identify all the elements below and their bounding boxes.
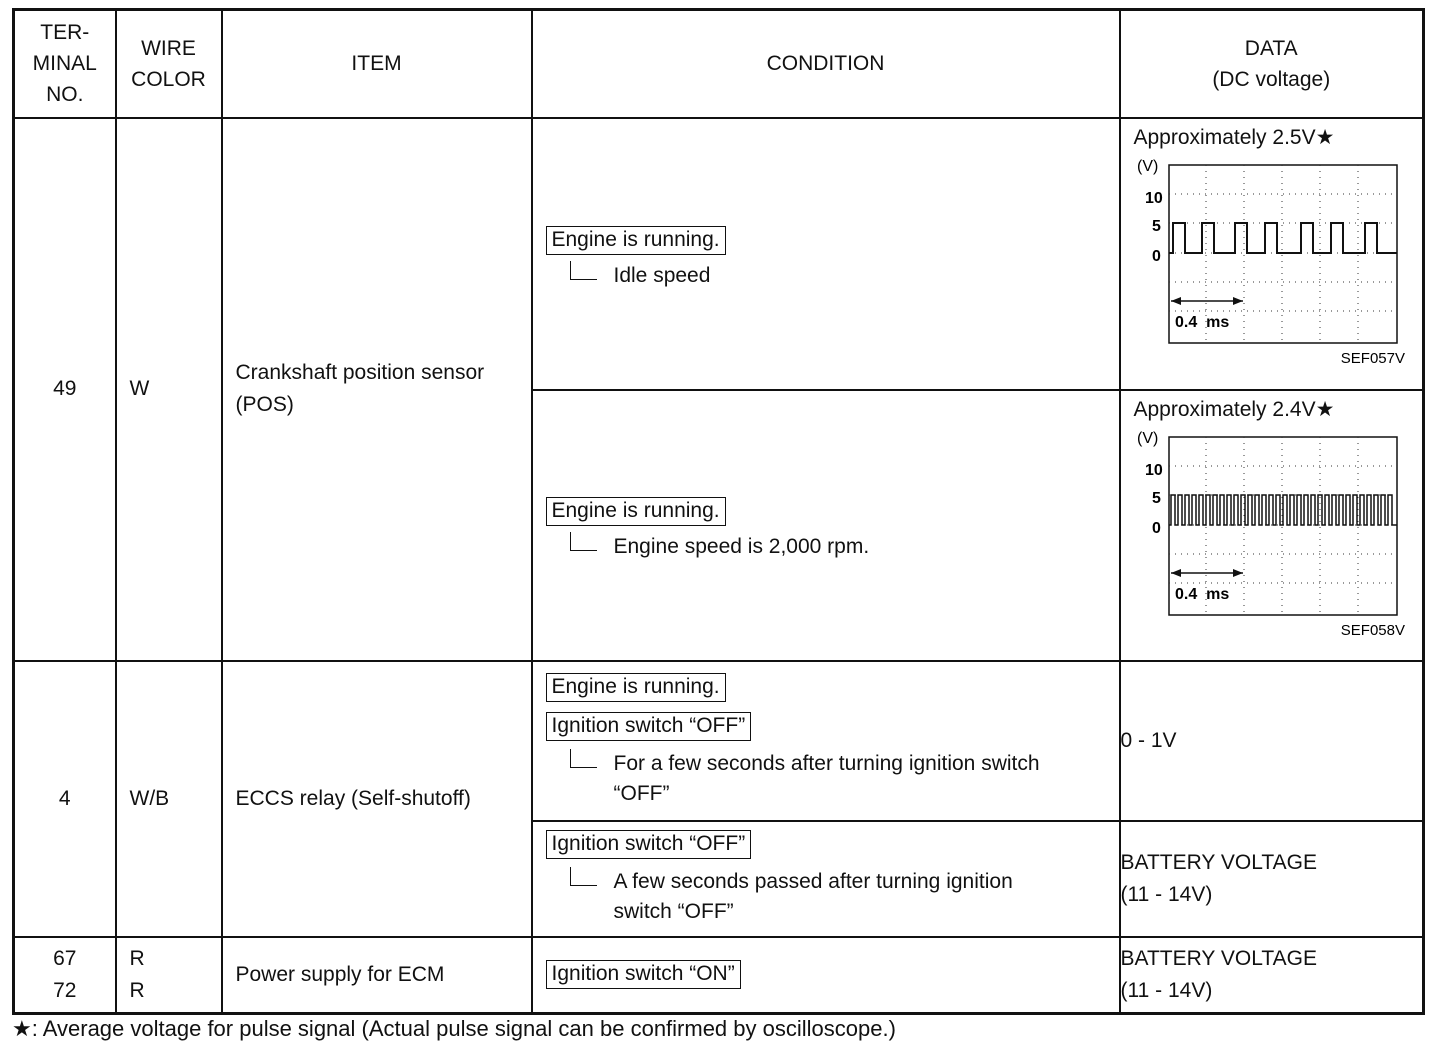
pulse-signal-line	[1168, 221, 1397, 254]
item-4: ECCS relay (Self-shutoff)	[220, 659, 533, 938]
scope-time-scale: 0.4 ms	[1175, 314, 1229, 331]
scope-y10: 10	[1145, 462, 1163, 479]
condition-49-2000rpm: Engine is running. Engine speed is 2,000…	[530, 388, 1121, 662]
data-line1: BATTERY VOLTAGE	[1120, 850, 1317, 874]
header-terminal-line2: MINAL	[32, 52, 97, 76]
table-row: Ignition switch “OFF” A few seconds pass…	[14, 819, 1425, 938]
item-49-line1: Crankshaft position sensor	[235, 361, 485, 384]
condition-sub-line2: “OFF”	[613, 781, 670, 805]
condition-box: Ignition switch “ON”	[545, 960, 741, 990]
terminal-67: 67	[53, 946, 77, 970]
data-67-72: BATTERY VOLTAGE (11 - 14V)	[1118, 935, 1425, 1015]
table-row: 4 W/B ECCS relay (Self-shutoff) Engine i…	[12, 659, 1425, 938]
scope-unit: (V)	[1137, 430, 1158, 447]
data-value: Approximately 2.5V★	[1133, 125, 1335, 149]
header-data-line2: (DC voltage)	[1212, 67, 1331, 91]
data-4-shutoff: 0 - 1V	[1118, 659, 1425, 822]
item-49-line2: (POS)	[235, 393, 294, 416]
header-row: TER- MINAL NO. WIRE COLOR ITEM CONDITION…	[12, 8, 1425, 119]
figure-reference: SEF057V	[1340, 350, 1404, 367]
wire-color-49: W	[114, 116, 223, 662]
terminal-49: 49	[12, 116, 117, 662]
scope-frame	[1167, 435, 1398, 616]
scope-y0: 0	[1152, 520, 1161, 537]
terminal-67-72: 67 72	[12, 935, 117, 1015]
condition-4-passed: Ignition switch “OFF” A few seconds pass…	[530, 819, 1121, 938]
condition-sub-line1: A few seconds passed after turning ignit…	[613, 870, 1013, 893]
data-line2: (11 - 14V)	[1120, 978, 1213, 1002]
data-line1: BATTERY VOLTAGE	[1120, 946, 1317, 970]
condition-49-idle: Engine is running. Idle speed	[530, 116, 1121, 391]
item-67-72: Power supply for ECM	[220, 935, 533, 1015]
header-wire-line1: WIRE	[141, 36, 196, 60]
figure-reference: SEF058V	[1340, 622, 1404, 639]
data-line2: (11 - 14V)	[1120, 882, 1213, 906]
condition-sub-line2: switch “OFF”	[613, 900, 734, 923]
condition-4-shutoff: Engine is running. Ignition switch “OFF”…	[530, 659, 1121, 822]
header-wire-line2: COLOR	[131, 67, 206, 91]
terminal-72: 72	[53, 978, 77, 1002]
header-terminal-line3: NO.	[46, 83, 84, 107]
condition-sub: Idle speed	[569, 261, 1119, 291]
header-terminal: TER- MINAL NO.	[12, 8, 117, 119]
condition-sub: For a few seconds after turning ignition…	[569, 748, 1119, 809]
condition-box: Ignition switch “OFF”	[545, 711, 752, 741]
wire-color-4: W/B	[114, 659, 223, 938]
header-terminal-line1: TER-	[40, 21, 90, 45]
scope-y0: 0	[1152, 248, 1161, 265]
data-4-passed: BATTERY VOLTAGE (11 - 14V)	[1118, 819, 1425, 938]
pulse-signal-line	[1168, 493, 1397, 526]
terminal-data-table: TER- MINAL NO. WIRE COLOR ITEM CONDITION…	[12, 8, 1425, 1015]
condition-67-72: Ignition switch “ON”	[530, 935, 1121, 1015]
scope-unit: (V)	[1137, 158, 1158, 175]
condition-box: Engine is running.	[545, 496, 726, 526]
arrow-right-icon	[1232, 296, 1243, 305]
wire-color-67-72: R R	[114, 935, 223, 1015]
table-row: 67 72 R R Power supply for ECM Ignition …	[12, 935, 1425, 1015]
condition-box: Ignition switch “OFF”	[545, 830, 752, 859]
scope-y5: 5	[1152, 218, 1161, 235]
item-49: Crankshaft position sensor (POS)	[220, 116, 533, 662]
condition-sub: A few seconds passed after turning ignit…	[569, 867, 1119, 927]
header-item: ITEM	[220, 8, 533, 119]
oscilloscope-waveform-1: (V) 10 5 0 0.4 ms SEF057V	[1137, 158, 1405, 367]
terminal-4: 4	[12, 659, 117, 938]
condition-box: Engine is running.	[545, 672, 726, 702]
data-value: Approximately 2.4V★	[1133, 397, 1335, 421]
condition-box: Engine is running.	[545, 226, 726, 255]
scope-y5: 5	[1152, 490, 1161, 507]
scope-time-scale: 0.4 ms	[1175, 586, 1229, 603]
header-data-line1: DATA	[1244, 36, 1298, 60]
scope-y10: 10	[1145, 190, 1163, 207]
table-row: Engine is running. Engine speed is 2,000…	[14, 388, 1425, 662]
condition-sub-line1: For a few seconds after turning ignition…	[613, 751, 1040, 775]
header-condition: CONDITION	[530, 8, 1121, 119]
arrow-left-icon	[1170, 568, 1181, 577]
wire-color-67: R	[129, 946, 145, 970]
table-row: 49 W Crankshaft position sensor (POS) En…	[12, 116, 1425, 662]
condition-sub: Engine speed is 2,000 rpm.	[569, 531, 1119, 562]
data-49-2000rpm: Approximately 2.4V★ (V) 10 5 0	[1118, 388, 1425, 662]
arrow-left-icon	[1170, 296, 1181, 305]
footnote: ★: Average voltage for pulse signal (Act…	[12, 1016, 896, 1041]
header-data: DATA (DC voltage)	[1118, 8, 1425, 119]
wire-color-72: R	[129, 978, 145, 1002]
oscilloscope-waveform-2: (V) 10 5 0 0.4 ms SEF058V	[1137, 430, 1405, 639]
data-49-idle: Approximately 2.5V★ (V) 10 5 0	[1118, 116, 1425, 391]
arrow-right-icon	[1232, 568, 1243, 577]
header-wire-color: WIRE COLOR	[114, 8, 223, 119]
